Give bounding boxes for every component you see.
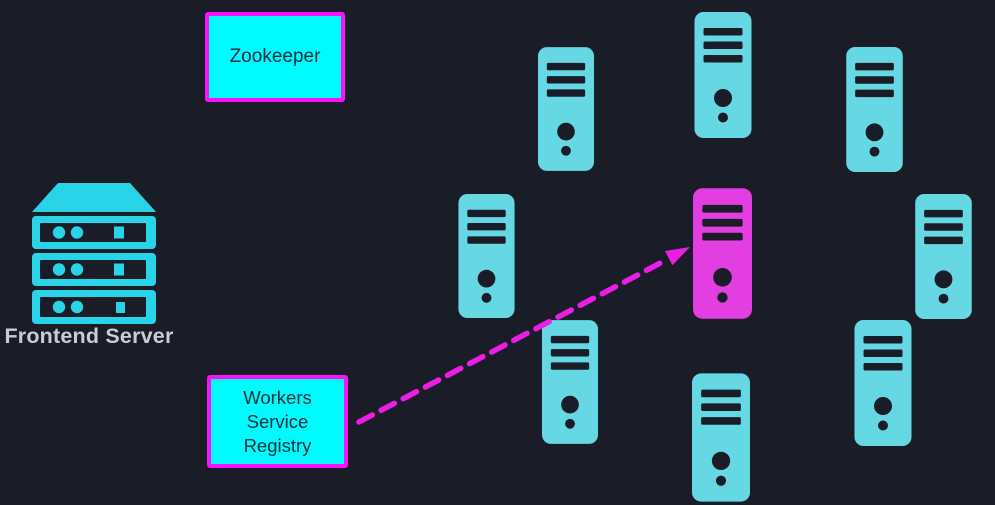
worker-server-icon xyxy=(914,194,973,319)
registry-label-line: Workers xyxy=(243,386,312,408)
zookeeper-label: Zookeeper xyxy=(229,46,321,67)
registry-label-line: Registry xyxy=(243,434,312,456)
worker-server-icon xyxy=(854,320,912,446)
workers-service-registry-node: Workers Service Registry xyxy=(207,375,348,468)
selected-worker-server-icon xyxy=(693,187,752,320)
worker-server-icon xyxy=(457,194,516,318)
worker-server-icon xyxy=(538,46,594,172)
server-rack-icon xyxy=(32,183,156,324)
zookeeper-node: Zookeeper xyxy=(205,12,345,102)
worker-server-icon xyxy=(846,47,903,172)
worker-server-icon xyxy=(542,319,598,445)
registry-label-line: Service xyxy=(246,410,309,432)
frontend-server-label: Frontend Server xyxy=(4,324,174,348)
worker-server-icon xyxy=(694,12,752,138)
worker-server-icon xyxy=(692,372,750,503)
